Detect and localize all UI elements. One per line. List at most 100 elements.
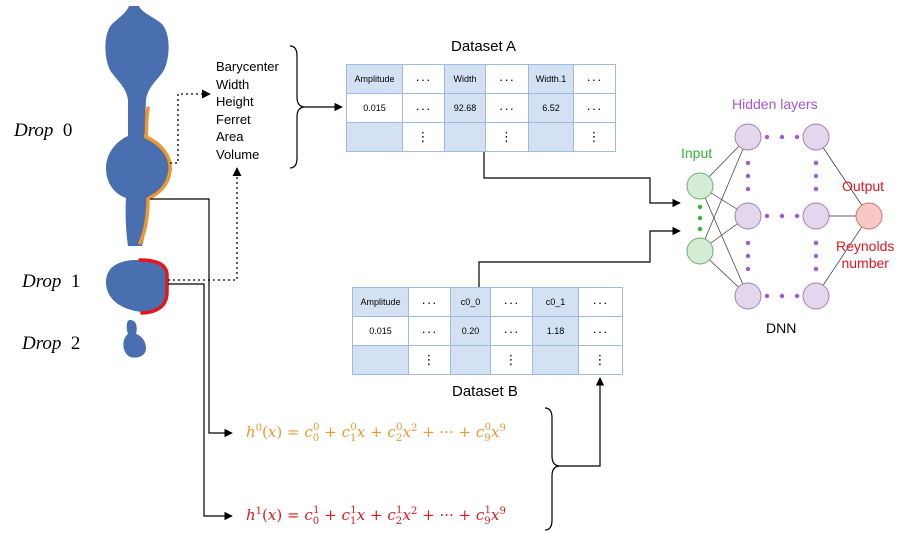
drop-2-label: Drop 2: [22, 333, 80, 355]
feature-item: Volume: [216, 146, 260, 162]
hidden-layers: [734, 123, 830, 310]
table-cell: ···: [485, 93, 529, 123]
table-row: 0.015 ··· 92.68 ··· 6.52 ···: [346, 93, 616, 123]
hidden-node: [802, 202, 830, 230]
feature-item: Ferret: [216, 111, 251, 127]
table-cell: 0.20: [450, 316, 491, 346]
table-cell: ···: [573, 64, 616, 94]
table-cell: ···: [573, 93, 616, 123]
dotted-arrow-drop1: [168, 167, 242, 281]
hidden-layers-label: Hidden layers: [732, 96, 818, 112]
input-layer-label: Input: [681, 145, 713, 161]
dataset-a-title: Dataset A: [451, 38, 517, 55]
table-cell: ⋮: [408, 345, 451, 375]
table-cell: [352, 345, 409, 375]
table-cell: ···: [490, 316, 533, 346]
table-row: ⋮ ⋮ ⋮: [346, 122, 616, 152]
formulas-brace: [544, 407, 561, 531]
hidden-node: [734, 282, 762, 310]
table-cell: [346, 122, 403, 152]
table-cell: ⋮: [573, 122, 616, 152]
drop-1-contour: [138, 258, 169, 315]
table-row: Amplitude ··· Width ··· Width.1 ···: [346, 64, 616, 94]
drop-1-label: Drop 1: [22, 271, 80, 293]
feature-item: Height: [216, 94, 254, 109]
table-cell: ···: [402, 93, 445, 123]
arrow-dataset-a-to-dnn: [483, 151, 681, 208]
table-cell: ⋮: [490, 345, 533, 375]
table-cell: c0_0: [450, 287, 491, 317]
feature-list: Barycenter Width Height Ferret Area Volu…: [216, 58, 279, 163]
dataset-b-title: Dataset B: [452, 383, 518, 400]
dnn-connections: [699, 136, 870, 297]
input-node: [686, 237, 714, 265]
hidden-node: [802, 282, 830, 310]
drop-2-index: 2: [70, 333, 81, 354]
feature-item: Width: [216, 76, 250, 92]
input-node: [686, 172, 714, 200]
line-drop1-to-formulas: [168, 283, 233, 521]
formula-h1-sup: 1: [255, 506, 263, 517]
table-cell: [532, 345, 579, 375]
table-cell: Amplitude: [352, 287, 409, 317]
table-cell: 6.52: [528, 93, 574, 123]
table-cell: 0.015: [346, 93, 403, 123]
drop-0-shape: [105, 6, 171, 246]
table-cell: 92.68: [444, 93, 486, 123]
table-cell: [444, 122, 486, 152]
drop-2-shape: [123, 320, 146, 358]
input-dots: [697, 204, 703, 232]
table-cell: ⋮: [485, 122, 529, 152]
input-layer: [686, 172, 714, 265]
dataset-b-table: Amplitude ··· c0_0 ··· c0_1 ··· 0.015 ··…: [352, 287, 623, 375]
table-row: Amplitude ··· c0_0 ··· c0_1 ···: [352, 287, 623, 317]
table-cell: ···: [578, 287, 623, 317]
table-row: 0.015 ··· 0.20 ··· 1.18 ···: [352, 316, 623, 346]
dotted-arrow-drop0: [170, 89, 211, 164]
dnn-label: DNN: [766, 320, 797, 336]
table-cell: [528, 122, 574, 152]
table-cell: Width.1: [528, 64, 574, 94]
hidden-node: [734, 202, 762, 230]
hidden-node: [734, 123, 762, 151]
drop-1-index: 1: [70, 271, 81, 292]
formula-h0: h0(x) = c00 + c10x + c20x2 + ··· + c90x9: [246, 422, 506, 444]
table-cell: c0_1: [532, 287, 579, 317]
drop-0-contour: [138, 106, 172, 245]
output-quantity-line: Reynolds: [836, 238, 895, 254]
drop-2-word: Drop: [22, 333, 62, 354]
table-row: ⋮ ⋮ ⋮: [352, 345, 623, 375]
feature-item: Barycenter: [216, 59, 279, 74]
table-cell: ⋮: [578, 345, 623, 375]
output-layer-label: Output: [842, 178, 885, 194]
table-cell: 1.18: [532, 316, 579, 346]
drop-1-word: Drop: [22, 271, 62, 292]
formula-h1: h1(x) = c01 + c11x + c21x2 + ··· + c91x9: [246, 505, 506, 527]
drop-0-index: 0: [62, 120, 73, 141]
arrow-formulas-to-dataset-b: [560, 377, 605, 467]
features-brace: [289, 45, 306, 169]
line-drop0-to-formulas: [150, 198, 233, 438]
table-cell: ···: [578, 316, 623, 346]
table-cell: ···: [402, 64, 445, 94]
drop-1-shape: [106, 260, 168, 312]
table-cell: [450, 345, 491, 375]
dataset-a-table: Amplitude ··· Width ··· Width.1 ··· 0.01…: [346, 64, 616, 152]
arrow-dataset-b-to-dnn: [478, 226, 681, 287]
table-cell: Amplitude: [346, 64, 403, 94]
output-quantity-label: Reynolds number: [836, 238, 894, 272]
hidden-node: [802, 123, 830, 151]
table-cell: 0.015: [352, 316, 409, 346]
table-cell: ⋮: [402, 122, 445, 152]
table-cell: ···: [408, 287, 451, 317]
formula-h1-func: h: [246, 506, 256, 524]
feature-item: Area: [216, 129, 244, 144]
table-cell: ···: [485, 64, 529, 94]
table-cell: Width: [444, 64, 486, 94]
drop-0-word: Drop: [14, 120, 54, 141]
table-cell: ···: [490, 287, 533, 317]
table-cell: ···: [408, 316, 451, 346]
output-quantity-line: number: [841, 255, 889, 271]
